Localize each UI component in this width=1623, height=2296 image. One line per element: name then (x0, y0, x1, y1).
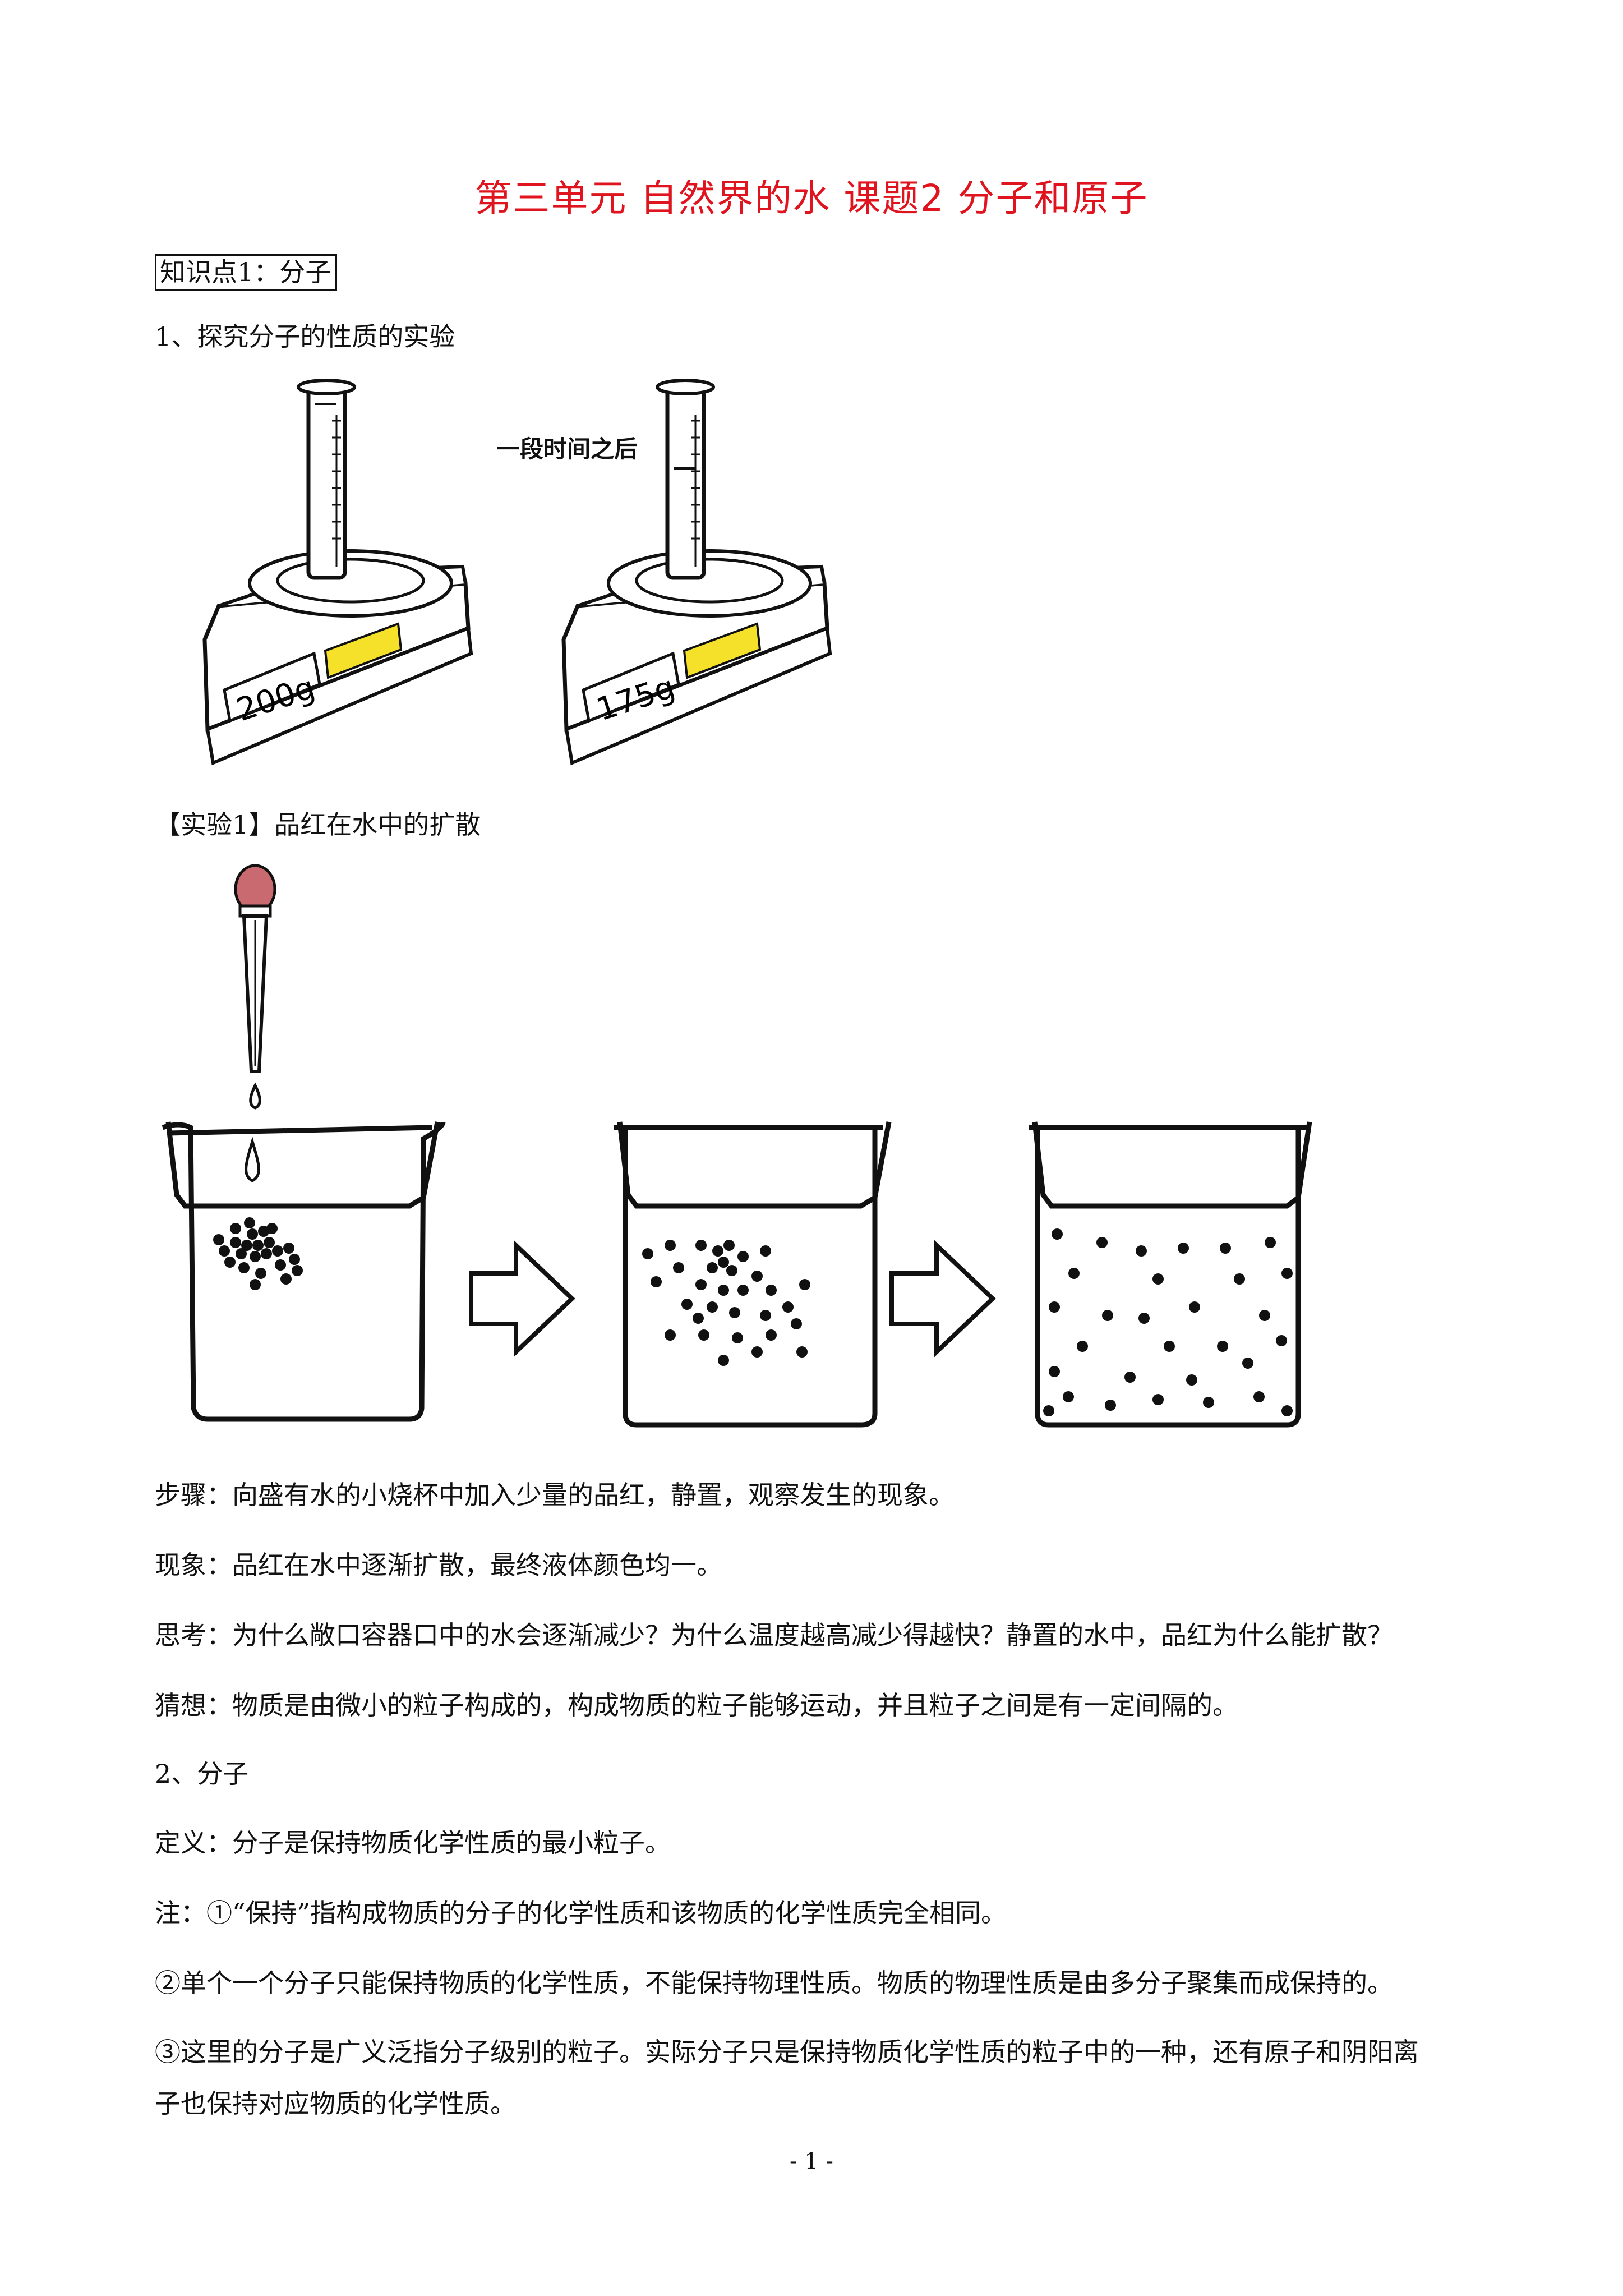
page-number: - 1 - (790, 2148, 833, 2174)
steps-text: 步骤：向盛有水的小烧杯中加入少量的品红，静置，观察发生的现象。 (155, 1480, 955, 1510)
note-3-text-line1: ③这里的分子是广义泛指分子级别的粒子。实际分子只是保持物质化学性质的粒子中的一种… (155, 2037, 1419, 2067)
section-heading-2: 2、分子 (155, 1759, 249, 1789)
experiment-1-heading: 【实验1】品红在水中的扩散 (155, 809, 481, 840)
phenomenon-text: 现象：品红在水中逐渐扩散，最终液体颜色均一。 (155, 1550, 722, 1580)
scale-experiment-figure: 200g 一段时间之后 175g (202, 379, 832, 766)
definition-text: 定义：分子是保持物质化学性质的最小粒子。 (155, 1828, 671, 1858)
scale-caption: 一段时间之后 (496, 435, 638, 463)
beaker-3 (1029, 1121, 1312, 1428)
diffusion-figure (162, 864, 1312, 1428)
arrow-right-icon-2 (889, 1240, 996, 1358)
note-1-text: 注：①“保持”指构成物质的分子的化学性质和该物质的化学性质完全相同。 (155, 1898, 1007, 1928)
note-3-text-line2: 子也保持对应物质的化学性质。 (155, 2088, 516, 2119)
beaker-1 (162, 1121, 446, 1422)
knowledge-point-label: 知识点1：分子 (155, 254, 338, 291)
scale-left: 200g (202, 379, 473, 766)
scale-right: 175g (561, 379, 832, 766)
note-2-text: ②单个一个分子只能保持物质的化学性质，不能保持物理性质。物质的物理性质是由多分子… (155, 1968, 1393, 1998)
page-title: 第三单元 自然界的水 课题2 分子和原子 (474, 177, 1149, 220)
section-heading-1: 1、探究分子的性质的实验 (155, 321, 455, 352)
arrow-right-icon-1 (469, 1240, 575, 1358)
beaker-2 (614, 1121, 892, 1428)
guess-text: 猜想：物质是由微小的粒子构成的，构成物质的粒子能够运动，并且粒子之间是有一定间隔… (155, 1690, 1238, 1720)
dropper-icon (234, 864, 276, 1182)
think-text: 思考：为什么敞口容器口中的水会逐渐减少？为什么温度越高减少得越快？静置的水中，品… (155, 1620, 1393, 1650)
